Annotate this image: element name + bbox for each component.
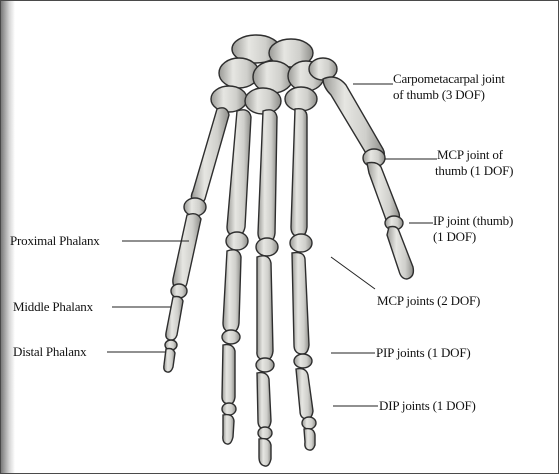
label-carpometacarpal: Carpometacarpal joint of thumb (3 DOF) <box>393 71 505 103</box>
label-carpometacarpal-line2: of thumb (3 DOF) <box>393 87 505 103</box>
label-mcp-thumb-line1: MCP joint of <box>437 147 513 163</box>
long-finger-bones <box>256 110 278 466</box>
label-mcp-joints: MCP joints (2 DOF) <box>377 293 480 309</box>
label-mcp-thumb-line2: thumb (1 DOF) <box>435 163 513 179</box>
middle-finger-bones <box>222 110 251 444</box>
label-middle-phalanx: Middle Phalanx <box>13 299 93 315</box>
label-distal-phalanx: Distal Phalanx <box>13 344 86 360</box>
thumb-bones <box>323 77 413 279</box>
label-pip-joints: PIP joints (1 DOF) <box>376 345 471 361</box>
label-ip-thumb-line1: IP joint (thumb) <box>433 213 513 229</box>
label-ip-thumb-line2: (1 DOF) <box>433 229 513 245</box>
fourth-finger-bones <box>290 109 316 450</box>
label-ip-thumb: IP joint (thumb) (1 DOF) <box>433 213 513 245</box>
label-carpometacarpal-line1: Carpometacarpal joint <box>393 71 505 87</box>
index-finger-bones <box>164 108 229 372</box>
label-proximal-phalanx: Proximal Phalanx <box>10 233 100 249</box>
label-mcp-thumb: MCP joint of thumb (1 DOF) <box>437 147 513 179</box>
carpal-bones <box>211 35 337 114</box>
label-dip-joints: DIP joints (1 DOF) <box>379 398 476 414</box>
leader-mcp-joints <box>331 257 375 289</box>
